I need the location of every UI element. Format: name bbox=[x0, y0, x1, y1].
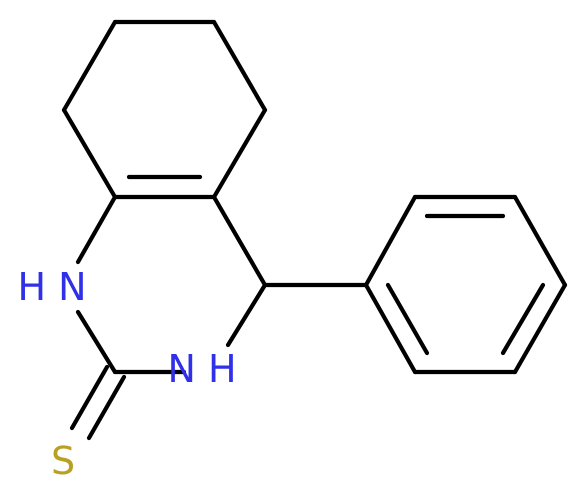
bond-ph6-ph1-inner bbox=[385, 282, 430, 356]
atom-label-n1: H N bbox=[17, 265, 86, 309]
atom-label-s: S bbox=[51, 439, 75, 483]
bond-c8a-n1 bbox=[75, 194, 118, 265]
bond-n1-c2 bbox=[75, 309, 118, 375]
atom-label-n3: N H bbox=[167, 347, 236, 391]
bond-c7-c6 bbox=[211, 19, 268, 113]
bonds bbox=[61, 19, 568, 441]
bond-c6-c4a bbox=[211, 107, 268, 200]
bond-c9-c8 bbox=[61, 19, 118, 113]
bond-ph4-ph5 bbox=[512, 282, 568, 375]
bond-c2-s-a bbox=[69, 364, 110, 431]
atom-labels: H N N H S bbox=[17, 265, 236, 483]
bond-c2-s-b bbox=[86, 374, 127, 441]
bond-ph4-ph5-inner bbox=[500, 282, 546, 356]
bond-ph3-ph4 bbox=[512, 194, 568, 288]
bond-ph1-ph2 bbox=[363, 194, 418, 288]
bond-c4-c4a bbox=[211, 194, 268, 288]
bond-ph6-ph1 bbox=[363, 282, 418, 375]
bond-n3-c4 bbox=[225, 282, 268, 348]
bond-c8a-c9 bbox=[61, 107, 118, 200]
